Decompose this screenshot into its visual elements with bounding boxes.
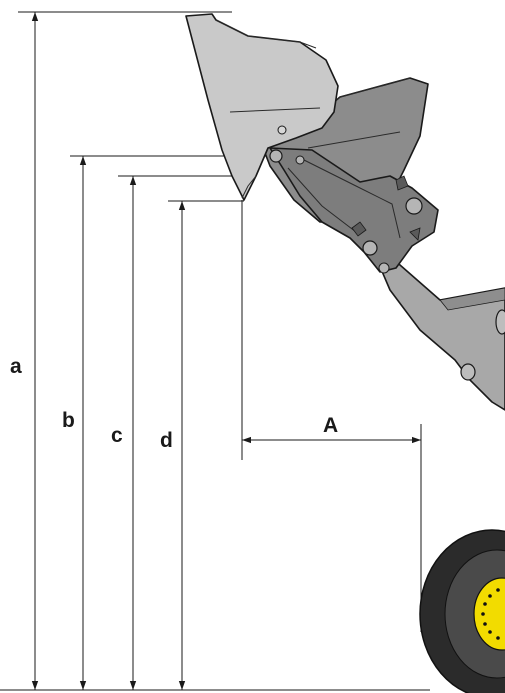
bucket-linkage	[269, 147, 439, 274]
label-b: b	[62, 409, 75, 432]
label-a: a	[10, 355, 22, 378]
loader-boom	[377, 257, 505, 411]
wheel-hub	[473, 577, 505, 651]
wheel-nuts	[481, 588, 500, 640]
label-d: d	[160, 429, 173, 452]
label-A: A	[323, 414, 338, 437]
front-wheel	[419, 529, 505, 693]
bucket-raised-position	[185, 13, 339, 201]
label-c: c	[111, 424, 123, 447]
